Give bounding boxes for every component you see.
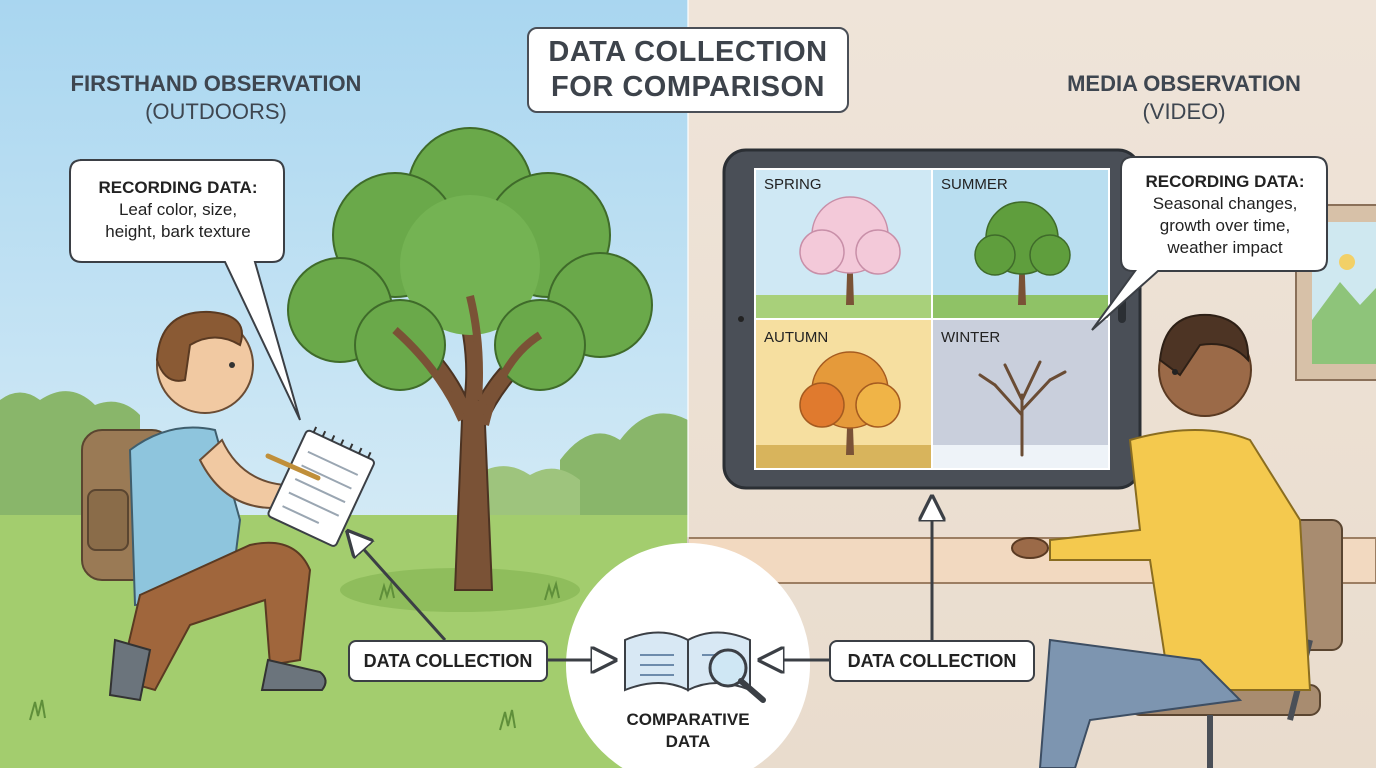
left-bubble-text: RECORDING DATA: Leaf color, size, height…: [72, 177, 284, 243]
season-label-spring: SPRING: [764, 176, 822, 193]
right-heading-subtitle: (VIDEO): [1142, 99, 1226, 124]
right-data-collection-label: DATA COLLECTION: [829, 640, 1035, 682]
left-bubble-line: Leaf color, size,: [118, 200, 238, 219]
left-heading: FIRSTHAND OBSERVATION (OUTDOORS): [40, 70, 392, 126]
left-speech-bubble: [69, 159, 301, 421]
comparative-data-hub: [566, 543, 810, 768]
right-heading: MEDIA OBSERVATION (VIDEO): [1040, 70, 1328, 126]
tablet-device: [722, 148, 1142, 490]
left-bubble-line: height, bark texture: [105, 222, 251, 241]
right-speech-bubble: [1091, 156, 1328, 331]
left-data-collection-label: DATA COLLECTION: [348, 640, 548, 682]
title-line-2: FOR COMPARISON: [551, 71, 825, 103]
left-bubble-title: RECORDING DATA:: [98, 178, 258, 197]
oak-tree: [287, 127, 653, 591]
comparative-data-line-1: COMPARATIVE: [626, 710, 750, 729]
student-outdoor: [81, 310, 375, 702]
title-line-1: DATA COLLECTION: [548, 36, 828, 68]
right-bubble-line: Seasonal changes,: [1152, 194, 1298, 213]
student-indoor: [1011, 313, 1343, 768]
right-bubble-title: RECORDING DATA:: [1145, 172, 1305, 191]
left-heading-title: FIRSTHAND OBSERVATION: [70, 71, 362, 96]
season-label-autumn: AUTUMN: [764, 329, 829, 346]
flow-arrows: [350, 500, 932, 660]
right-bubble-text: RECORDING DATA: Seasonal changes, growth…: [1123, 171, 1327, 259]
right-bubble-line: growth over time,: [1159, 216, 1291, 235]
season-label-summer: SUMMER: [941, 176, 1008, 193]
right-heading-title: MEDIA OBSERVATION: [1067, 71, 1301, 96]
main-title: DATA COLLECTION FOR COMPARISON: [527, 27, 849, 113]
left-heading-subtitle: (OUTDOORS): [145, 99, 287, 124]
right-bubble-line: weather impact: [1167, 238, 1283, 257]
comparative-data-line-2: DATA: [665, 732, 711, 751]
season-label-winter: WINTER: [941, 329, 1001, 346]
comparative-data-label: COMPARATIVE DATA: [598, 709, 778, 753]
arrow-to-outdoor-student: [350, 534, 447, 642]
